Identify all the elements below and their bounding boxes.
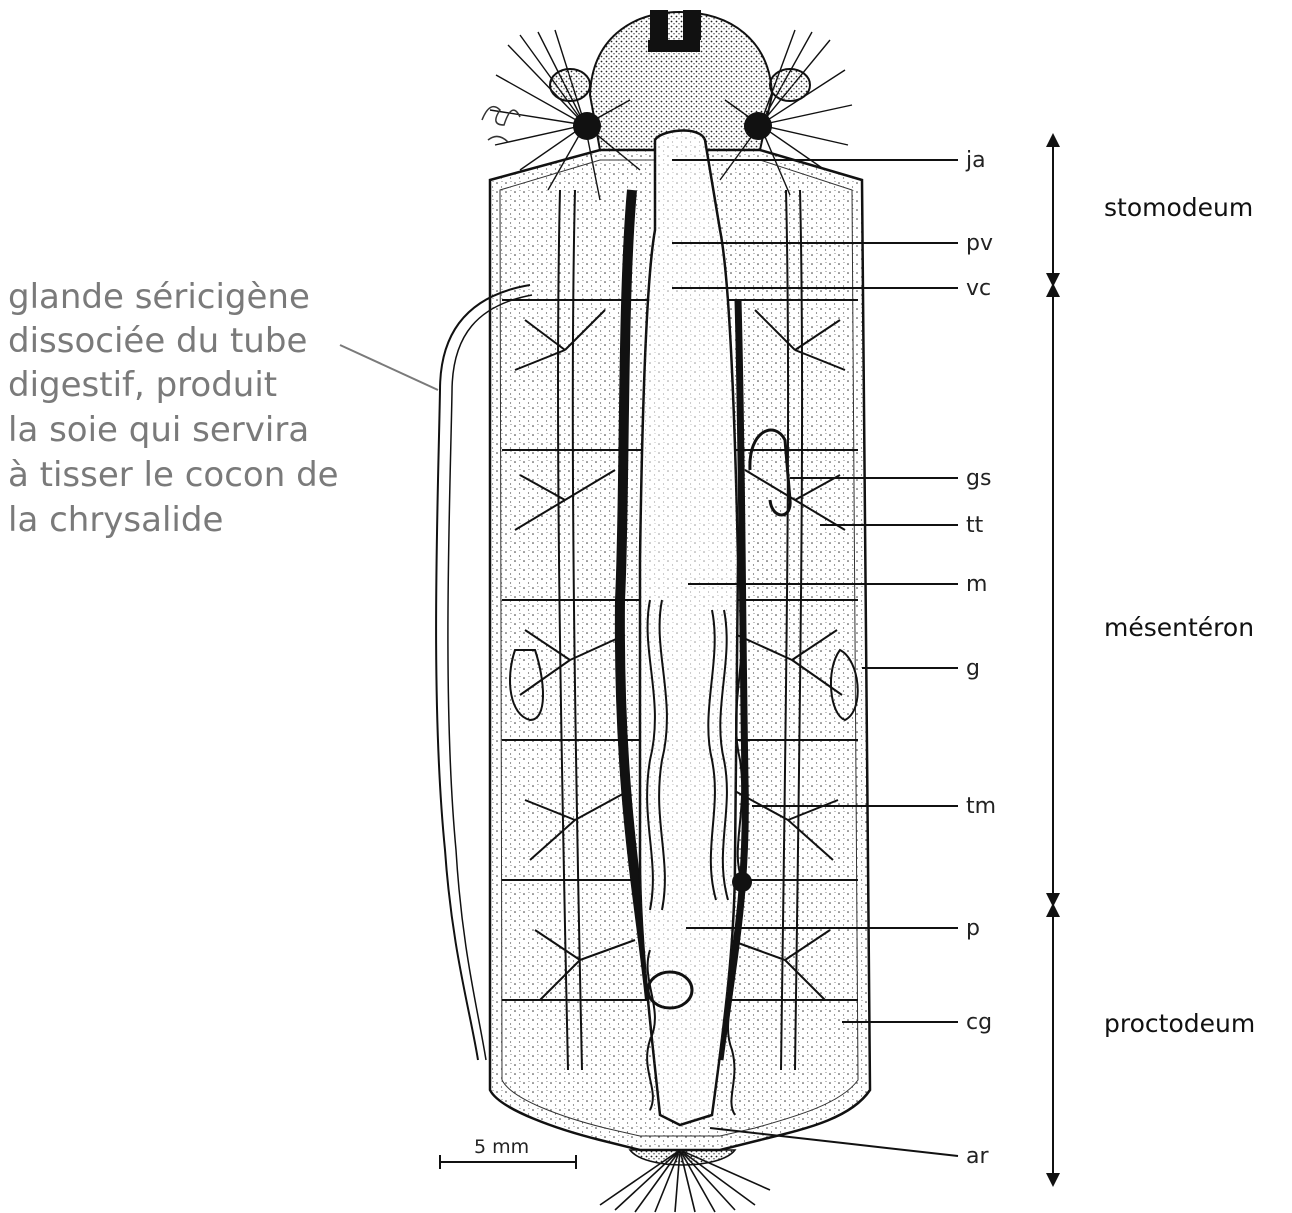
left-eye-patch	[550, 69, 590, 101]
annotation-line-5: à tisser le cocon de	[8, 455, 339, 495]
annotation-pointer	[340, 345, 438, 390]
label-tm: tm	[966, 794, 996, 819]
tubule-coil-dark	[732, 872, 752, 892]
region-stomodeum: stomodeum	[1104, 193, 1253, 222]
right-spiracle-dot	[744, 112, 772, 140]
structure-label-texts: ja pv vc gs tt m g tm p cg ar	[965, 148, 996, 1169]
label-ar: ar	[966, 1144, 989, 1169]
label-p: p	[966, 916, 980, 941]
larva-illustration	[436, 10, 870, 1212]
annotation-line-4: la soie qui servira	[8, 410, 309, 450]
label-m: m	[966, 572, 987, 597]
region-labels: stomodeum mésentéron proctodeum	[1104, 193, 1255, 1038]
label-vc: vc	[966, 276, 991, 301]
left-spiracle-dot	[573, 112, 601, 140]
head-dark-mark-left	[650, 10, 668, 40]
scale-bar-label: 5 mm	[474, 1136, 529, 1158]
label-gs: gs	[966, 466, 991, 491]
annotation-line-6: la chrysalide	[8, 500, 223, 540]
region-mesenteron: mésentéron	[1104, 613, 1254, 642]
label-cg: cg	[966, 1010, 992, 1035]
label-g: g	[966, 656, 980, 681]
region-proctodeum: proctodeum	[1104, 1009, 1255, 1038]
annotation-line-3: digestif, produit	[8, 365, 277, 405]
head-dark-mark-right	[683, 10, 701, 40]
label-ja: ja	[965, 148, 986, 173]
right-eye-patch	[770, 69, 810, 101]
head-dark-mark-lower	[648, 40, 700, 52]
label-tt: tt	[966, 513, 984, 538]
label-pv: pv	[966, 231, 993, 256]
anal-plate	[630, 1150, 735, 1165]
silk-gland-annotation: glande séricigène dissociée du tube dige…	[8, 277, 438, 540]
annotation-line-2: dissociée du tube	[8, 321, 307, 361]
annotation-line-1: glande séricigène	[8, 277, 310, 317]
scale-bar: 5 mm	[440, 1136, 576, 1169]
